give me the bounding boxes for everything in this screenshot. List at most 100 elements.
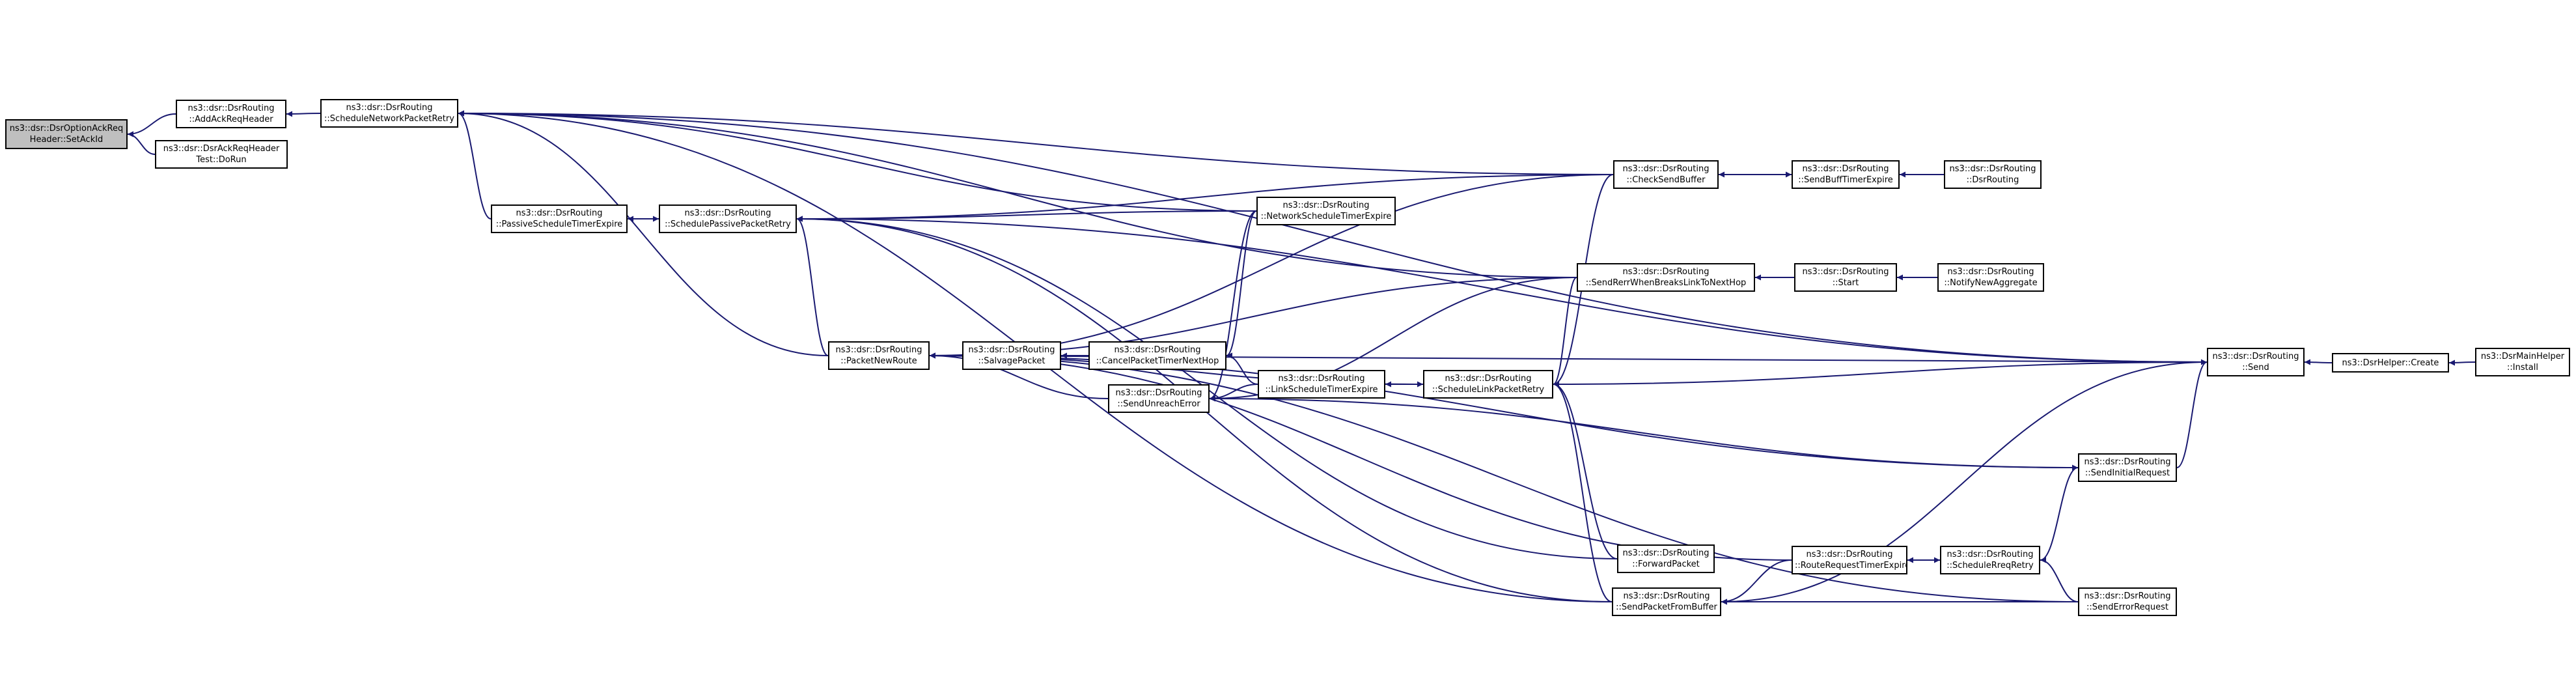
node-label-line: ns3::dsr::DsrRouting: [1946, 550, 2034, 559]
node-label-line: ::ScheduleNetworkPacketRetry: [324, 114, 454, 124]
node-label-line: ::Install: [2507, 363, 2538, 373]
node-label-line: ::SendInitialRequest: [2084, 468, 2170, 478]
node-addackreqheader[interactable]: ns3::dsr::DsrRouting ::AddAckReqHeader: [176, 100, 286, 128]
node-label-line: ::SendErrorRequest: [2086, 602, 2168, 612]
node-label-line: ::PacketNewRoute: [840, 356, 917, 366]
node-label-line: ns3::dsr::DsrRouting: [2084, 457, 2171, 467]
call-edge: [1553, 381, 1618, 559]
call-edge: [458, 110, 2208, 363]
node-networkscheduletimerexpire[interactable]: ns3::dsr::DsrRouting ::NetworkScheduleTi…: [1256, 197, 1396, 225]
node-sendrerrwhenbreaks[interactable]: ns3::dsr::DsrRouting ::SendRerrWhenBreak…: [1577, 263, 1755, 292]
node-notifynewaggregate[interactable]: ns3::dsr::DsrRouting ::NotifyNewAggregat…: [1937, 263, 2044, 292]
call-edge: [796, 216, 829, 356]
node-label-line: ns3::dsr::DsrRouting: [2084, 591, 2171, 601]
node-start[interactable]: ns3::dsr::DsrRouting ::Start: [1794, 263, 1897, 292]
node-routerequesttimerexpire[interactable]: ns3::dsr::DsrRouting ::RouteRequestTimer…: [1792, 546, 1907, 574]
node-label-line: ns3::dsr::DsrRouting: [1802, 267, 1889, 277]
call-edge: [458, 110, 829, 356]
node-label-line: ::DsrRouting: [1966, 175, 2019, 185]
node-dsrrouting[interactable]: ns3::dsr::DsrRouting ::DsrRouting: [1944, 160, 2042, 189]
node-sendunreacherror[interactable]: ns3::dsr::DsrRouting ::SendUnreachError: [1108, 384, 1210, 413]
node-senderrorrequest[interactable]: ns3::dsr::DsrRouting ::SendErrorRequest: [2078, 587, 2177, 616]
call-edge: [929, 352, 1109, 399]
node-label-line: ns3::dsr::DsrRouting: [1947, 267, 2034, 277]
node-label-line: ::LinkScheduleTimerExpire: [1265, 385, 1378, 395]
node-sendpacketfrombuffer[interactable]: ns3::dsr::DsrRouting ::SendPacketFromBuf…: [1612, 587, 1721, 616]
call-edge: [796, 216, 2208, 363]
node-sendbufftimerexpire[interactable]: ns3::dsr::DsrRouting ::SendBuffTimerExpi…: [1792, 160, 1900, 189]
node-label-line: Test::DoRun: [196, 155, 247, 165]
call-edge: [1209, 395, 2079, 468]
node-packetnewroute[interactable]: ns3::dsr::DsrRouting ::PacketNewRoute: [828, 341, 930, 370]
node-label-line: ns3::DsrHelper::Create: [2342, 358, 2439, 368]
node-schedulenetworkpacketretry[interactable]: ns3::dsr::DsrRouting ::ScheduleNetworkPa…: [320, 99, 458, 128]
node-dsrmainhelperinstall[interactable]: ns3::DsrMainHelper ::Install: [2475, 348, 2570, 376]
node-salvagepacket[interactable]: ns3::dsr::DsrRouting ::SalvagePacket: [962, 341, 1061, 370]
call-edge: [1553, 381, 1613, 602]
node-label-line: ::ScheduleRreqRetry: [1946, 561, 2034, 571]
node-label-line: ::SendRerrWhenBreaksLinkToNextHop: [1585, 278, 1747, 288]
node-sendinitialrequest[interactable]: ns3::dsr::DsrRouting ::SendInitialReques…: [2078, 453, 2177, 482]
call-edge: [1226, 352, 1258, 385]
node-label-line: ::SendPacketFromBuffer: [1616, 602, 1717, 612]
call-edge: [458, 110, 1577, 278]
node-label-line: ns3::dsr::DsrRouting: [1622, 267, 1710, 277]
node-forwardpacket[interactable]: ns3::dsr::DsrRouting ::ForwardPacket: [1617, 544, 1715, 573]
node-schedulelinkpacketretry[interactable]: ns3::dsr::DsrRouting ::ScheduleLinkPacke…: [1423, 370, 1553, 399]
node-label-line: ns3::dsr::DsrRouting: [1623, 591, 1710, 601]
node-label-line: ns3::dsr::DsrRouting: [968, 345, 1055, 355]
node-label-line: ns3::dsr::DsrOptionAckReq: [9, 124, 124, 134]
node-label-line: ns3::dsr::DsrRouting: [187, 104, 275, 113]
call-edge: [127, 113, 176, 137]
node-label-line: ::SendUnreachError: [1117, 399, 1200, 409]
node-schedulepassivepacketretry[interactable]: ns3::dsr::DsrRouting ::SchedulePassivePa…: [659, 204, 797, 233]
call-edge: [1553, 277, 1577, 388]
call-edge: [2176, 359, 2208, 468]
call-edge: [929, 352, 2079, 602]
node-label-line: ::NotifyNewAggregate: [1944, 278, 2038, 288]
node-label-line: ns3::dsr::DsrAckReqHeader: [163, 144, 280, 154]
node-dsrackreqtest[interactable]: ns3::dsr::DsrAckReqHeader Test::DoRun: [155, 140, 288, 169]
node-label-line: ns3::dsr::DsrRouting: [1115, 388, 1202, 398]
node-label-line: ns3::dsr::DsrRouting: [1802, 164, 1889, 174]
call-edge: [286, 111, 321, 117]
call-edge: [2304, 359, 2333, 365]
call-edge: [2040, 557, 2079, 602]
node-linkscheduletimerexpire[interactable]: ns3::dsr::DsrRouting ::LinkScheduleTimer…: [1258, 370, 1385, 399]
node-label-line: ns3::dsr::DsrRouting: [2212, 352, 2299, 361]
node-label-line: ::ForwardPacket: [1632, 559, 1700, 569]
node-setackid[interactable]: ns3::dsr::DsrOptionAckReq Header::SetAck…: [5, 119, 128, 149]
call-edge: [1721, 361, 2208, 605]
node-label-line: ::Send: [2242, 363, 2269, 373]
node-label-line: ::PassiveScheduleTimerExpire: [495, 219, 623, 229]
node-send[interactable]: ns3::dsr::DsrRouting ::Send: [2207, 348, 2305, 376]
node-label-line: ns3::dsr::DsrRouting: [684, 208, 771, 218]
node-checksendbuffer[interactable]: ns3::dsr::DsrRouting ::CheckSendBuffer: [1613, 160, 1719, 189]
node-label-line: ::AddAckReqHeader: [189, 115, 273, 124]
node-label-line: ::RouteRequestTimerExpire: [1795, 561, 1907, 571]
node-label-line: ::NetworkScheduleTimerExpire: [1260, 212, 1392, 221]
node-label-line: ns3::dsr::DsrRouting: [516, 208, 603, 218]
node-label-line: ns3::dsr::DsrRouting: [1622, 164, 1710, 174]
call-edge: [2040, 464, 2079, 561]
node-label-line: ::SalvagePacket: [978, 356, 1046, 366]
node-passivescheduletimerexpire[interactable]: ns3::dsr::DsrRouting ::PassiveScheduleTi…: [491, 204, 628, 233]
node-label-line: ::CancelPacketTimerNextHop: [1096, 356, 1219, 366]
node-label-line: ns3::dsr::DsrRouting: [1949, 164, 2036, 174]
call-edge: [1553, 361, 2208, 388]
node-schedulereqretry[interactable]: ns3::dsr::DsrRouting ::ScheduleRreqRetry: [1940, 546, 2040, 574]
node-cancelpackettimernexthop[interactable]: ns3::dsr::DsrRouting ::CancelPacketTimer…: [1088, 341, 1226, 370]
call-edge: [458, 110, 1614, 175]
call-edge: [127, 131, 156, 155]
node-label-line: ns3::dsr::DsrRouting: [835, 345, 922, 355]
node-label-line: ns3::dsr::DsrRouting: [1445, 374, 1532, 384]
call-edge: [1209, 210, 1257, 402]
call-edge: [1721, 559, 1792, 605]
node-label-line: ::SchedulePassivePacketRetry: [665, 219, 791, 229]
call-edge: [458, 110, 492, 219]
node-dsrhelpercreate[interactable]: ns3::DsrHelper::Create: [2332, 353, 2449, 373]
node-label-line: ::Start: [1832, 278, 1859, 288]
node-label-line: ::ScheduleLinkPacketRetry: [1432, 385, 1545, 395]
node-label-line: ns3::dsr::DsrRouting: [1278, 374, 1365, 384]
